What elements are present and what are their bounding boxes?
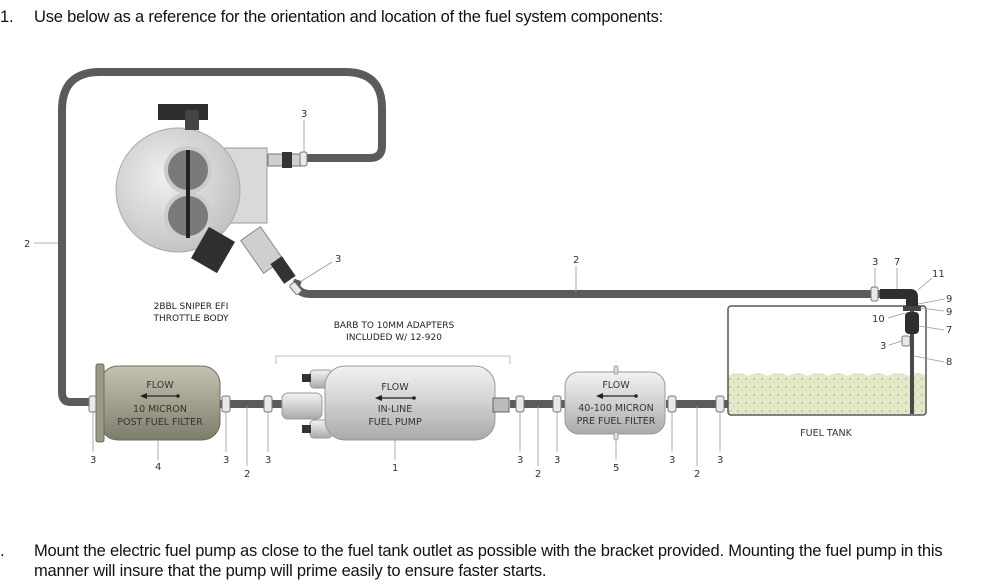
callout-2: 2	[24, 239, 30, 250]
inlet-nut	[282, 152, 292, 168]
pump-name: FUEL PUMP	[368, 417, 422, 428]
adapters-note: INCLUDED W/ 12-920	[346, 333, 442, 343]
callout-3: 3	[90, 455, 96, 466]
callout-4: 4	[155, 462, 161, 473]
callout-3: 3	[872, 257, 878, 268]
pump-outlet-nozzle	[281, 392, 323, 420]
callout-3: 3	[301, 109, 307, 120]
throttle-body-label: THROTTLE BODY	[152, 314, 229, 324]
tank-fitting	[905, 312, 919, 334]
callout-1: 1	[392, 463, 398, 474]
flow-arrowhead-icon	[596, 393, 603, 399]
callout-3: 3	[717, 455, 723, 466]
callout-3: 3	[554, 455, 560, 466]
callout-5: 5	[613, 463, 619, 474]
pump-flow-label: FLOW	[381, 382, 409, 393]
post-filter-micron: 10 MICRON	[133, 404, 187, 415]
callout-8: 8	[946, 357, 952, 368]
pump-type: IN-LINE	[378, 404, 413, 415]
throttle-body-label: 2BBL SNIPER EFI	[154, 302, 229, 312]
clamp-icon	[289, 281, 302, 295]
step-number: .	[0, 542, 5, 560]
clamp-icon	[667, 395, 677, 413]
callout-2: 2	[694, 469, 700, 480]
pre-filter-nub	[613, 365, 619, 375]
adapters-bracket	[275, 355, 511, 364]
fuel-tank-label: FUEL TANK	[800, 428, 852, 439]
pre-filter-nub	[613, 431, 619, 441]
fuel-level	[728, 373, 926, 414]
flow-arrow-tail	[634, 394, 638, 398]
callout-10: 10	[872, 314, 885, 325]
callout-7: 7	[946, 325, 952, 336]
callout-7: 7	[894, 257, 900, 268]
terminal-nut	[302, 425, 311, 433]
callout-9: 9	[946, 294, 952, 305]
post-filter-flow-label: FLOW	[146, 380, 174, 391]
clamp-icon	[715, 395, 725, 413]
clamp-icon	[515, 395, 525, 413]
callout-2: 2	[535, 469, 541, 480]
throttle-shaft	[186, 150, 190, 238]
post-filter-name: POST FUEL FILTER	[117, 417, 203, 428]
elbow-fitting	[880, 289, 918, 306]
flow-arrow-tail	[176, 394, 180, 398]
post-filter-flange	[95, 363, 105, 443]
callout-3: 3	[335, 254, 341, 265]
callout-2: 2	[244, 469, 250, 480]
flow-arrowhead-icon	[140, 393, 147, 399]
callout-leaders	[34, 120, 945, 466]
step-number: 1.	[0, 8, 14, 26]
callout-numbers: 2 3 3 2 3 7 11 9 9 10 7 3 8 3 4 3 2 3 1 …	[24, 109, 952, 480]
clamp-icon	[552, 395, 562, 413]
flow-arrow-tail	[412, 396, 416, 400]
terminal-nut	[302, 374, 311, 382]
clamp-icon	[870, 286, 879, 302]
fuel-tank: FUEL TANK	[727, 289, 927, 439]
callout-9: 9	[946, 307, 952, 318]
tank-outline	[727, 305, 927, 416]
tank-washer	[903, 306, 921, 311]
post-filter-body	[99, 365, 221, 441]
pump-inlet-fitting	[492, 397, 510, 413]
sensor-connector	[185, 110, 199, 130]
pre-filter-name: PRE FUEL FILTER	[577, 416, 656, 427]
callout-2: 2	[573, 255, 579, 266]
pre-filter-flow-label: FLOW	[602, 380, 630, 391]
regulator-nut	[270, 256, 296, 284]
injector-connector	[191, 226, 235, 274]
pre-filter-micron: 40-100 MICRON	[578, 403, 654, 414]
clamp-icon	[901, 335, 911, 347]
step-text: Use below as a reference for the orienta…	[34, 8, 664, 26]
adapters-note: BARB TO 10MM ADAPTERS	[334, 321, 455, 331]
pump-body	[324, 365, 496, 441]
callout-3: 3	[223, 455, 229, 466]
clamp-icon	[299, 151, 308, 167]
throttle-body-illustration	[115, 104, 303, 284]
pre-fuel-filter: FLOW 40-100 MICRON PRE FUEL FILTER	[564, 365, 666, 441]
callout-3: 3	[669, 455, 675, 466]
clamp-icon	[221, 395, 231, 413]
tps-sensor	[158, 104, 208, 120]
flow-arrowhead-icon	[375, 395, 382, 401]
callout-3: 3	[265, 455, 271, 466]
callout-3: 3	[517, 455, 523, 466]
callout-11: 11	[932, 269, 945, 280]
return-hose-to-throttle-body	[58, 68, 386, 406]
hose-from-tank-top	[291, 278, 905, 298]
in-line-fuel-pump: FLOW IN-LINE FUEL PUMP	[281, 365, 510, 441]
callout-3: 3	[880, 341, 886, 352]
clamp-icon	[263, 395, 273, 413]
step-text: Mount the electric fuel pump as close to…	[34, 542, 943, 580]
post-fuel-filter: FLOW 10 MICRON POST FUEL FILTER	[95, 363, 221, 443]
